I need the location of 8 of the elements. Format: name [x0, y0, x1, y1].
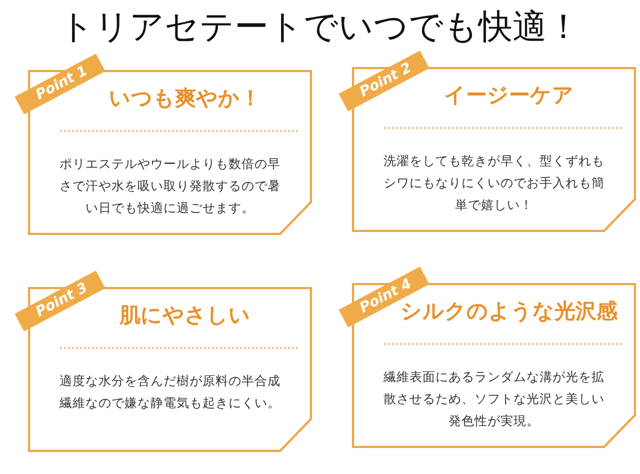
card-description: ポリエステルやウールよりも数倍の早さで汗や水を吸い取り発散するので暑い日でも快適に過ごせます。: [58, 155, 282, 217]
card-heading: イージーケア: [443, 82, 575, 109]
card-heading: 肌にやさしい: [118, 302, 252, 329]
page-title: トリアセテートでいつでも快適！: [58, 6, 582, 49]
card-description: 適度な水分を含んだ樹が原料の半合成繊維なので嫌な静電気も起きにくい。: [58, 372, 282, 412]
card-description: 洗濯をしても乾きが早く、型くずれもシワにもなりにくいのでお手入れも簡単で嬉しい！: [382, 152, 606, 214]
card-heading: いつも爽やか！: [108, 85, 262, 112]
card-description: 繊維表面にあるランダムな溝が光を拡散させるため、ソフトな光沢と美しい発色性が実現。: [382, 368, 606, 430]
